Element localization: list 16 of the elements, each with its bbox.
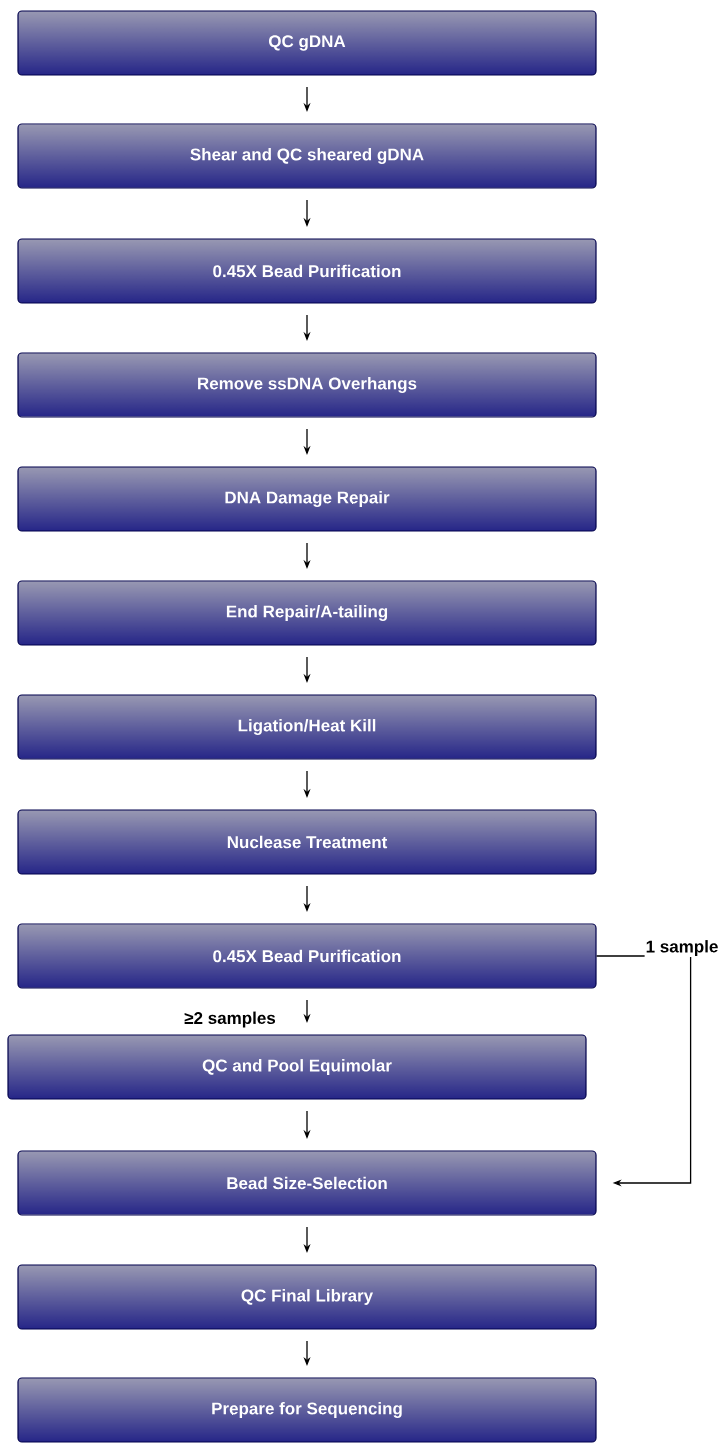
process-box: Ligation/Heat Kill [17, 694, 597, 760]
process-box: Prepare for Sequencing [17, 1377, 597, 1443]
process-box: DNA Damage Repair [17, 466, 597, 532]
arrow [595, 955, 692, 1187]
process-box: 0.45X Bead Purification [17, 923, 597, 989]
process-box: 0.45X Bead Purification [17, 238, 597, 304]
process-box: Remove ssDNA Overhangs [17, 352, 597, 418]
process-box: End Repair/A-tailing [17, 580, 597, 646]
process-box: QC Final Library [17, 1264, 597, 1330]
process-box: Bead Size-Selection [17, 1150, 597, 1216]
process-box: QC and Pool Equimolar [7, 1034, 587, 1100]
edge-label: 1 sample [644, 939, 720, 957]
process-box: Shear and QC sheared gDNA [17, 123, 597, 189]
edge-label: ≥2 samples [183, 1010, 277, 1029]
process-box: QC gDNA [17, 10, 597, 76]
process-box: Nuclease Treatment [17, 809, 597, 875]
